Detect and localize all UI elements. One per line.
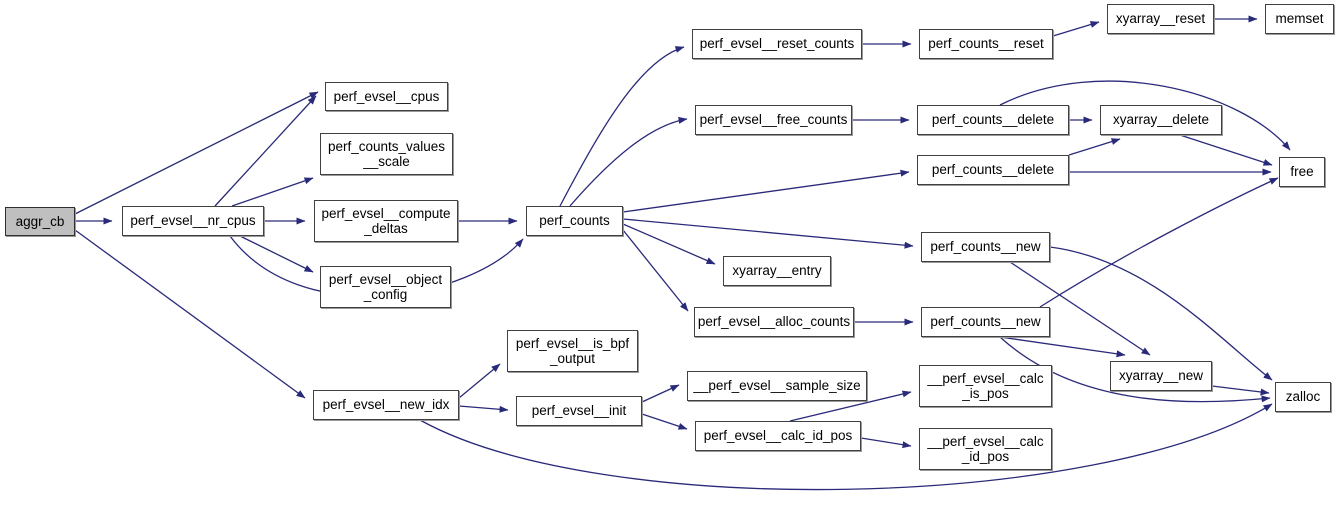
graph-node-label: xyarray__reset	[1115, 11, 1206, 27]
graph-edge-perf_counts-to-counts_delete2	[622, 169, 910, 213]
graph-node-label: perf_counts__reset	[928, 36, 1044, 52]
graph-node-alloc_counts[interactable]: perf_evsel__alloc_counts	[694, 307, 854, 337]
graph-node-calc_id_pos_i[interactable]: __perf_evsel__calc _id_pos	[919, 428, 1052, 470]
graph-edge-counts_delete2-to-xyarray_delete	[1068, 138, 1121, 156]
graph-node-counts_new1[interactable]: perf_counts__new	[921, 232, 1050, 262]
graph-node-counts_delete2[interactable]: perf_counts__delete	[917, 155, 1069, 185]
graph-node-nr_cpus[interactable]: perf_evsel__nr_cpus	[122, 206, 264, 236]
graph-node-zalloc[interactable]: zalloc	[1275, 382, 1331, 412]
graph-node-aggr_cb[interactable]: aggr_cb	[5, 207, 75, 236]
graph-node-xyarray_reset[interactable]: xyarray__reset	[1107, 4, 1214, 34]
graph-node-free_counts[interactable]: perf_evsel__free_counts	[695, 105, 852, 135]
graph-node-label: perf_evsel__object _config	[328, 271, 443, 302]
graph-edge-nr_cpus-to-cpus	[214, 95, 317, 207]
graph-node-cpus[interactable]: perf_evsel__cpus	[325, 82, 448, 111]
graph-edge-evsel_init-to-sample_size	[641, 384, 680, 403]
graph-node-calc_id_pos[interactable]: perf_evsel__calc_id_pos	[695, 421, 861, 451]
graph-node-label: perf_evsel__is_bpf _output	[515, 335, 630, 366]
graph-node-new_idx[interactable]: perf_evsel__new_idx	[313, 390, 459, 420]
graph-node-label: perf_evsel__init	[531, 403, 627, 419]
graph-node-label: perf_counts__delete	[931, 162, 1055, 178]
graph-edge-nr_cpus-to-object_config	[239, 235, 314, 273]
graph-node-label: memset	[1275, 11, 1324, 27]
graph-edge-counts_reset-to-xyarray_reset	[1052, 21, 1100, 37]
graph-edge-aggr_cb-to-new_idx	[74, 229, 306, 399]
graph-node-label: free	[1290, 164, 1314, 180]
graph-edge-perf_counts-to-xyarray_entry	[622, 223, 716, 265]
graph-node-label: perf_counts_values __scale	[327, 138, 446, 169]
graph-node-label: perf_evsel__alloc_counts	[697, 314, 851, 330]
graph-node-label: xyarray__new	[1118, 368, 1204, 384]
graph-node-compute_deltas[interactable]: perf_evsel__compute _deltas	[314, 200, 458, 242]
graph-node-perf_counts[interactable]: perf_counts	[526, 206, 623, 236]
graph-edge-aggr_cb-to-cpus	[74, 91, 319, 215]
graph-edge-new_idx-to-evsel_init	[458, 405, 509, 413]
graph-node-counts_new2[interactable]: perf_counts__new	[921, 307, 1050, 337]
graph-node-xyarray_new[interactable]: xyarray__new	[1110, 361, 1212, 391]
graph-node-label: perf_counts	[539, 213, 610, 229]
graph-node-label: perf_counts__new	[930, 314, 1041, 330]
graph-node-object_config[interactable]: perf_evsel__object _config	[320, 266, 451, 308]
graph-node-label: perf_evsel__free_counts	[699, 112, 848, 128]
graph-node-label: xyarray__delete	[1112, 112, 1210, 128]
graph-edge-xyarray_new-to-zalloc	[1211, 385, 1270, 396]
graph-node-label: __perf_evsel__calc _is_pos	[927, 370, 1044, 401]
graph-node-label: aggr_cb	[15, 213, 65, 229]
graph-edge-nr_cpus-to-values_scale	[231, 177, 314, 207]
graph-edge-counts_new2-to-xyarray_new	[999, 336, 1126, 358]
graph-edge-new_idx-to-is_bpf_output	[458, 363, 501, 399]
graph-node-values_scale[interactable]: perf_counts_values __scale	[320, 133, 453, 175]
graph-edge-calc_id_pos-to-calc_id_pos_i	[860, 437, 912, 449]
graph-node-reset_counts[interactable]: perf_evsel__reset_counts	[692, 29, 862, 59]
graph-node-memset[interactable]: memset	[1265, 4, 1334, 34]
graph-node-counts_delete1[interactable]: perf_counts__delete	[917, 105, 1069, 135]
graph-node-evsel_init[interactable]: perf_evsel__init	[516, 396, 642, 426]
graph-node-label: perf_evsel__reset_counts	[699, 36, 855, 52]
graph-node-counts_reset[interactable]: perf_counts__reset	[919, 29, 1053, 59]
graph-node-sample_size[interactable]: __perf_evsel__sample_size	[687, 371, 867, 401]
graph-node-label: perf_evsel__new_idx	[322, 397, 450, 413]
graph-node-label: perf_counts__delete	[931, 112, 1055, 128]
graph-node-label: __perf_evsel__sample_size	[693, 378, 861, 394]
graph-node-label: perf_counts__new	[930, 239, 1041, 255]
graph-node-xyarray_entry[interactable]: xyarray__entry	[723, 256, 831, 286]
graph-edge-perf_counts-to-reset_counts	[559, 46, 685, 207]
graph-node-label: zalloc	[1285, 389, 1321, 405]
graph-edge-counts_new2-to-free	[1039, 177, 1279, 308]
graph-node-label: perf_evsel__calc_id_pos	[703, 428, 853, 444]
graph-node-label: xyarray__entry	[732, 263, 822, 279]
graph-node-label: perf_evsel__nr_cpus	[130, 213, 256, 229]
graph-edge-perf_counts-to-free_counts	[569, 116, 688, 207]
graph-node-label: __perf_evsel__calc _id_pos	[927, 433, 1044, 464]
graph-node-label: perf_evsel__cpus	[333, 88, 440, 104]
edges	[74, 15, 1291, 491]
graph-edge-xyarray_delete-to-free	[1179, 134, 1273, 166]
graph-node-label: perf_evsel__compute _deltas	[321, 205, 451, 236]
graph-edge-perf_counts-to-alloc_counts	[622, 229, 689, 312]
graph-node-is_bpf_output[interactable]: perf_evsel__is_bpf _output	[507, 330, 638, 372]
graph-node-calc_is_pos[interactable]: __perf_evsel__calc _is_pos	[919, 365, 1052, 407]
graph-edge-perf_counts-to-counts_new1	[622, 218, 914, 249]
graph-edge-evsel_init-to-calc_id_pos	[641, 413, 688, 430]
graph-node-xyarray_delete[interactable]: xyarray__delete	[1100, 105, 1222, 135]
graph-node-free[interactable]: free	[1279, 157, 1325, 187]
